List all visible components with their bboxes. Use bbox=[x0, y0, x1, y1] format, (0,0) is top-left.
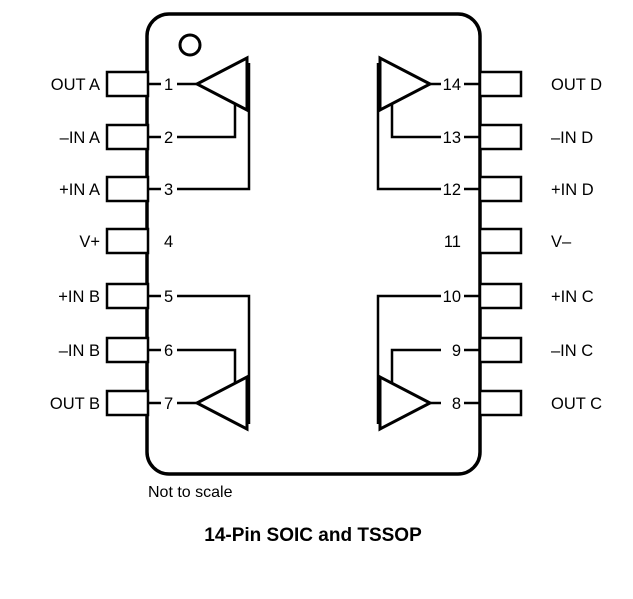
pin-label: OUT C bbox=[551, 395, 602, 413]
pin-row-2: –IN A 2 bbox=[60, 123, 173, 151]
pin-label: –IN C bbox=[551, 342, 593, 360]
pin-pad bbox=[105, 336, 150, 364]
pin-number: 5 bbox=[164, 288, 173, 306]
amp-a-inverting-line bbox=[177, 102, 237, 139]
pin-label: –IN D bbox=[551, 129, 593, 147]
pin-row-12: 12 +IN D bbox=[443, 175, 594, 203]
pin-pad bbox=[105, 123, 150, 151]
pin-pad bbox=[478, 336, 523, 364]
pin-label: –IN B bbox=[59, 342, 100, 360]
pin-row-8: 8 OUT C bbox=[452, 389, 602, 417]
pin-number: 9 bbox=[452, 342, 461, 360]
pin-pad bbox=[478, 389, 523, 417]
opamp-b-triangle bbox=[193, 374, 249, 432]
pin-pad bbox=[478, 123, 523, 151]
pin-label: V+ bbox=[79, 233, 100, 251]
pin-row-3: +IN A 3 bbox=[59, 175, 173, 203]
pin-label: OUT A bbox=[51, 76, 100, 94]
pin-pad bbox=[105, 70, 150, 98]
pin-label: OUT B bbox=[50, 395, 100, 413]
opamp-d-triangle bbox=[378, 55, 434, 113]
pin-row-9: 9 –IN C bbox=[452, 336, 593, 364]
pin-pad bbox=[105, 227, 150, 255]
pin-number: 13 bbox=[443, 129, 461, 147]
pin-number: 1 bbox=[164, 76, 173, 94]
pin-number: 7 bbox=[164, 395, 173, 413]
pin-label: +IN C bbox=[551, 288, 594, 306]
pin-number: 2 bbox=[164, 129, 173, 147]
pin-label: +IN A bbox=[59, 181, 100, 199]
pin-number: 6 bbox=[164, 342, 173, 360]
pin-pad bbox=[478, 227, 523, 255]
pin-label: OUT D bbox=[551, 76, 602, 94]
pin-number: 12 bbox=[443, 181, 461, 199]
amp-d-noninverting-line bbox=[376, 63, 441, 191]
pin-row-10: 10 +IN C bbox=[443, 282, 594, 310]
pin-row-4: V+ 4 bbox=[79, 227, 173, 255]
pin-pad bbox=[105, 175, 150, 203]
amp-b-inverting-line bbox=[177, 348, 237, 385]
amp-c-noninverting-line bbox=[376, 294, 441, 424]
pin-pad bbox=[105, 282, 150, 310]
pin-label: +IN B bbox=[58, 288, 100, 306]
pin-row-14: 14 OUT D bbox=[443, 70, 602, 98]
opamp-b bbox=[177, 294, 251, 432]
diagram-caption: 14-Pin SOIC and TSSOP bbox=[204, 525, 422, 546]
pin-label: V– bbox=[551, 233, 572, 251]
opamp-c-triangle bbox=[378, 374, 434, 432]
pin-number: 4 bbox=[164, 233, 173, 251]
pin-number: 14 bbox=[443, 76, 461, 94]
amp-c-inverting-line bbox=[390, 348, 441, 385]
amp-b-noninverting-line bbox=[177, 294, 251, 424]
opamp-c bbox=[376, 294, 441, 432]
pin-pad bbox=[105, 389, 150, 417]
pin-pad bbox=[478, 175, 523, 203]
pin1-indicator-icon bbox=[178, 33, 202, 57]
pin-row-5: +IN B 5 bbox=[58, 282, 173, 310]
pin-number: 11 bbox=[444, 233, 461, 251]
pin-label: –IN A bbox=[60, 129, 100, 147]
pin-row-13: 13 –IN D bbox=[443, 123, 593, 151]
pin-number: 8 bbox=[452, 395, 461, 413]
opamp-a-triangle bbox=[193, 55, 249, 113]
pin-row-1: OUT A 1 bbox=[51, 70, 173, 98]
opamp-d bbox=[376, 55, 441, 191]
pin-row-11: 11 V– bbox=[444, 227, 572, 255]
pin-label: +IN D bbox=[551, 181, 594, 199]
scale-note: Not to scale bbox=[148, 484, 233, 501]
amp-a-noninverting-line bbox=[177, 63, 251, 191]
opamp-a bbox=[177, 55, 251, 191]
pin-pad bbox=[478, 282, 523, 310]
pin-number: 3 bbox=[164, 181, 173, 199]
pin-number: 10 bbox=[443, 288, 461, 306]
amp-d-inverting-line bbox=[390, 102, 441, 139]
pin-pad bbox=[478, 70, 523, 98]
pin-row-6: –IN B 6 bbox=[59, 336, 173, 364]
pin-row-7: OUT B 7 bbox=[50, 389, 173, 417]
